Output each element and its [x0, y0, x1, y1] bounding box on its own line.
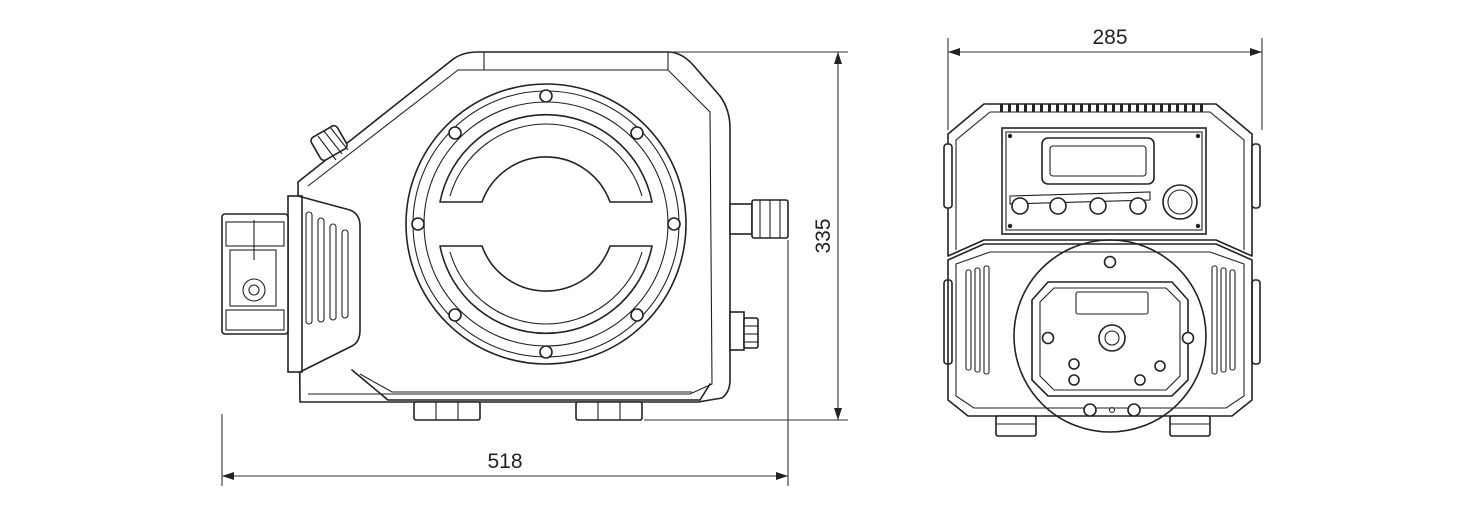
side-housing-outline [297, 51, 731, 403]
side-view [221, 51, 789, 421]
side-bottom-skirt [351, 369, 711, 401]
side-pump-head [405, 83, 687, 365]
front-button-4 [1129, 197, 1147, 215]
front-side-lugs [943, 143, 1261, 365]
fin [1096, 104, 1099, 112]
fin [1008, 104, 1011, 112]
side-left-connector [221, 213, 289, 335]
dimension-height-label: 335 [812, 218, 835, 253]
dimension-width-label: 285 [1092, 26, 1127, 49]
fin [1120, 104, 1123, 112]
fin [1200, 104, 1203, 112]
side-flange-bolts [411, 89, 681, 359]
side-right-fitting [729, 199, 789, 239]
fin [1136, 104, 1139, 112]
front-button-2 [1049, 197, 1067, 215]
front-control-knob [1162, 184, 1198, 220]
fin [1056, 104, 1059, 112]
front-button-1 [1011, 197, 1029, 215]
fin [1184, 104, 1187, 112]
fin [1112, 104, 1115, 112]
fin [1104, 104, 1107, 112]
fin [1016, 104, 1019, 112]
fin [1128, 104, 1131, 112]
front-control-panel [1001, 127, 1207, 235]
fin [1168, 104, 1171, 112]
fin [1072, 104, 1075, 112]
fin [1024, 104, 1027, 112]
fin [1192, 104, 1195, 112]
fin [1048, 104, 1051, 112]
side-housing-inner-edge [307, 69, 713, 395]
fin [1000, 104, 1003, 112]
front-pump-head [1013, 239, 1207, 433]
fin [1160, 104, 1163, 112]
front-view [943, 103, 1261, 437]
front-button-3 [1089, 197, 1107, 215]
fin [1064, 104, 1067, 112]
dimension-height: 335 [644, 51, 848, 421]
front-feet [995, 415, 1211, 437]
front-lower-body [947, 243, 1253, 417]
side-feet [413, 401, 643, 421]
dimension-length-label: 518 [487, 450, 522, 473]
front-display-window [1041, 137, 1155, 185]
side-drain-fitting [729, 311, 759, 351]
front-top-fins [1000, 104, 1203, 112]
fin [1144, 104, 1147, 112]
front-side-vents [965, 265, 1236, 375]
fin [1032, 104, 1035, 112]
side-top-knob [310, 124, 349, 162]
dimension-width: 285 [947, 26, 1263, 130]
fin [1080, 104, 1083, 112]
fin [1176, 104, 1179, 112]
side-inlet-block [287, 195, 361, 373]
fin [1040, 104, 1043, 112]
dimension-length: 518 [221, 240, 789, 486]
fin [1152, 104, 1155, 112]
fin [1088, 104, 1091, 112]
